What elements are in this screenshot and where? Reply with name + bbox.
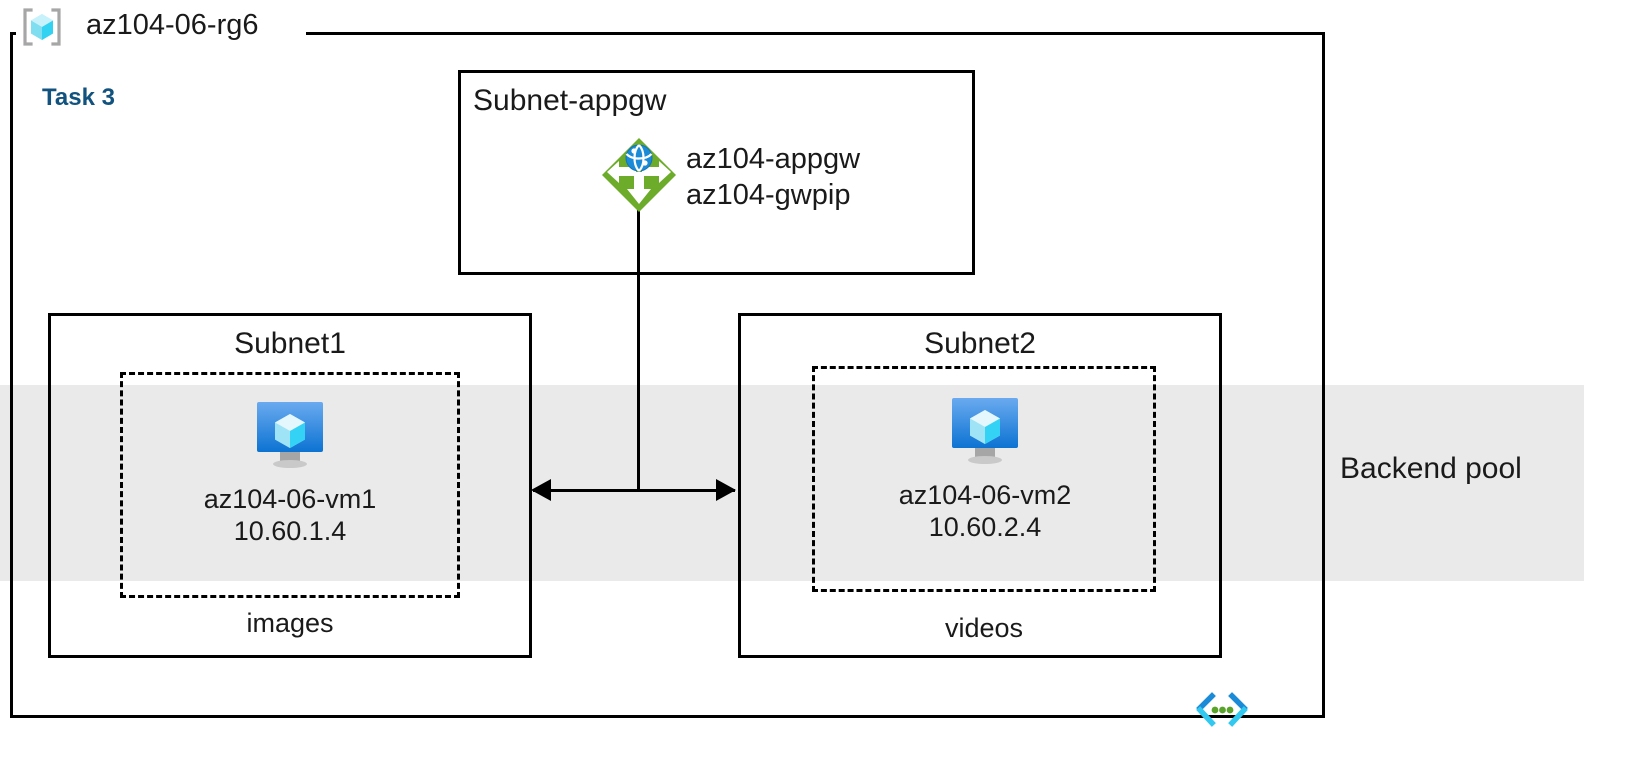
vm1-name: az104-06-vm1 <box>203 484 377 514</box>
vm2-name: az104-06-vm2 <box>898 480 1072 510</box>
subnet-appgw-title: Subnet-appgw <box>473 84 667 117</box>
subnet2-caption: videos <box>944 613 1024 643</box>
subnet-appgw-box <box>458 70 975 275</box>
application-gateway-icon <box>600 136 678 214</box>
task-label: Task 3 <box>42 84 115 111</box>
vm1-ip: 10.60.1.4 <box>233 515 347 546</box>
backend-pool-label: Backend pool <box>1340 452 1522 485</box>
subnet1-title: Subnet1 <box>234 327 346 360</box>
appgw-public-ip: az104-gwpip <box>686 178 851 211</box>
connector-arrow-left <box>531 479 551 501</box>
resource-group-title-notch <box>16 18 306 48</box>
subnet1-subnet2-connector <box>533 489 735 492</box>
subnet2-title: Subnet2 <box>924 327 1036 360</box>
resource-group-frame <box>10 32 1325 718</box>
subnet1-caption: images <box>246 608 334 638</box>
virtual-machine-icon <box>257 402 323 468</box>
subnet1-app-group <box>120 372 460 598</box>
resource-group-title: az104-06-rg6 <box>86 9 259 41</box>
subnet2-app-group <box>812 366 1156 592</box>
vnet-code-brackets-icon <box>1196 691 1248 731</box>
vm1-node: az104-06-vm1 10.60.1.4 <box>150 398 430 548</box>
subnet1-box <box>48 313 532 658</box>
vm2-node: az104-06-vm2 10.60.2.4 <box>845 394 1125 544</box>
virtual-machine-icon <box>952 398 1018 464</box>
appgw-to-subnets-connector <box>637 208 640 491</box>
appgw-name: az104-appgw <box>686 143 861 175</box>
subnet2-box <box>738 313 1222 658</box>
connector-arrow-right <box>716 479 736 501</box>
appgw-labels: az104-appgw az104-gwpip <box>686 142 860 214</box>
resource-group-icon <box>21 7 63 47</box>
vm2-ip: 10.60.2.4 <box>928 511 1042 542</box>
